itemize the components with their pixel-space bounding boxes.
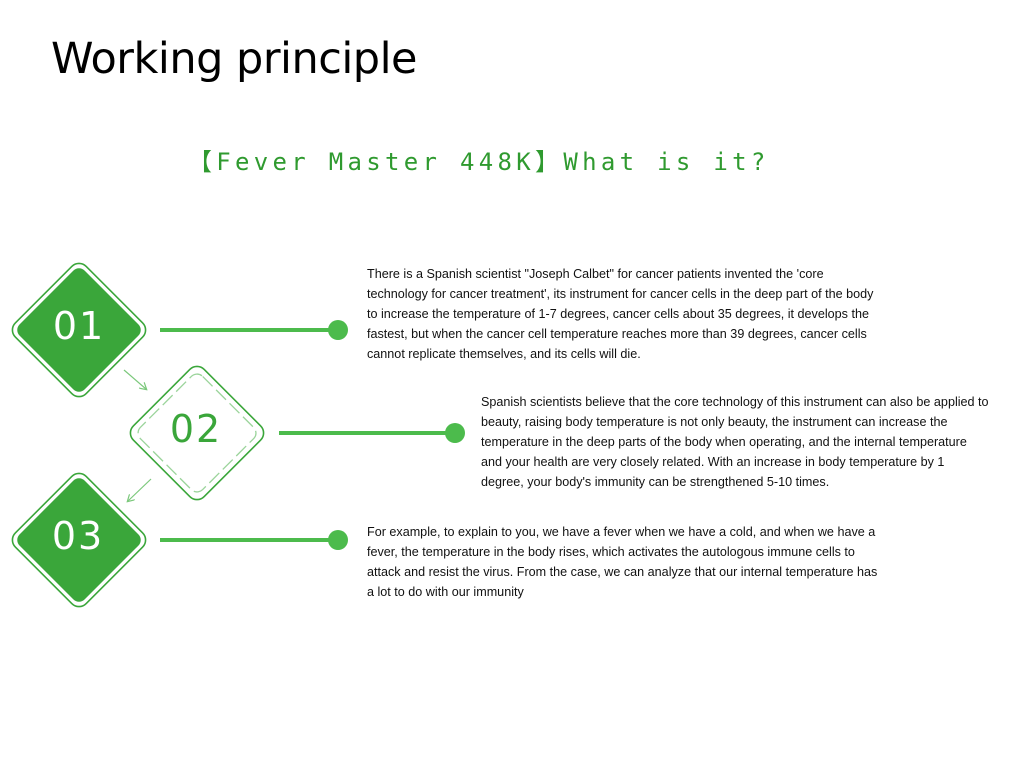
step-01-diamond <box>11 262 147 398</box>
step-01-number: 01 <box>52 304 106 348</box>
step-03-connector <box>160 530 348 550</box>
step-03-diamond <box>11 472 147 608</box>
arrow-02-to-03 <box>128 478 152 501</box>
slide-subtitle: 【Fever Master 448K】What is it? <box>188 148 770 176</box>
step-02-diamond <box>129 365 265 501</box>
step-02-description: Spanish scientists believe that the core… <box>481 395 989 489</box>
step-02-number: 02 <box>169 407 223 451</box>
step-01-connector <box>160 320 348 340</box>
step-01-description: There is a Spanish scientist "Joseph Cal… <box>367 267 874 361</box>
arrow-01-to-02 <box>123 369 146 389</box>
step-02-connector <box>279 423 465 443</box>
step-03-description: For example, to explain to you, we have … <box>367 525 878 599</box>
step-03-number: 03 <box>51 514 105 558</box>
page-title: Working principle <box>51 34 418 84</box>
